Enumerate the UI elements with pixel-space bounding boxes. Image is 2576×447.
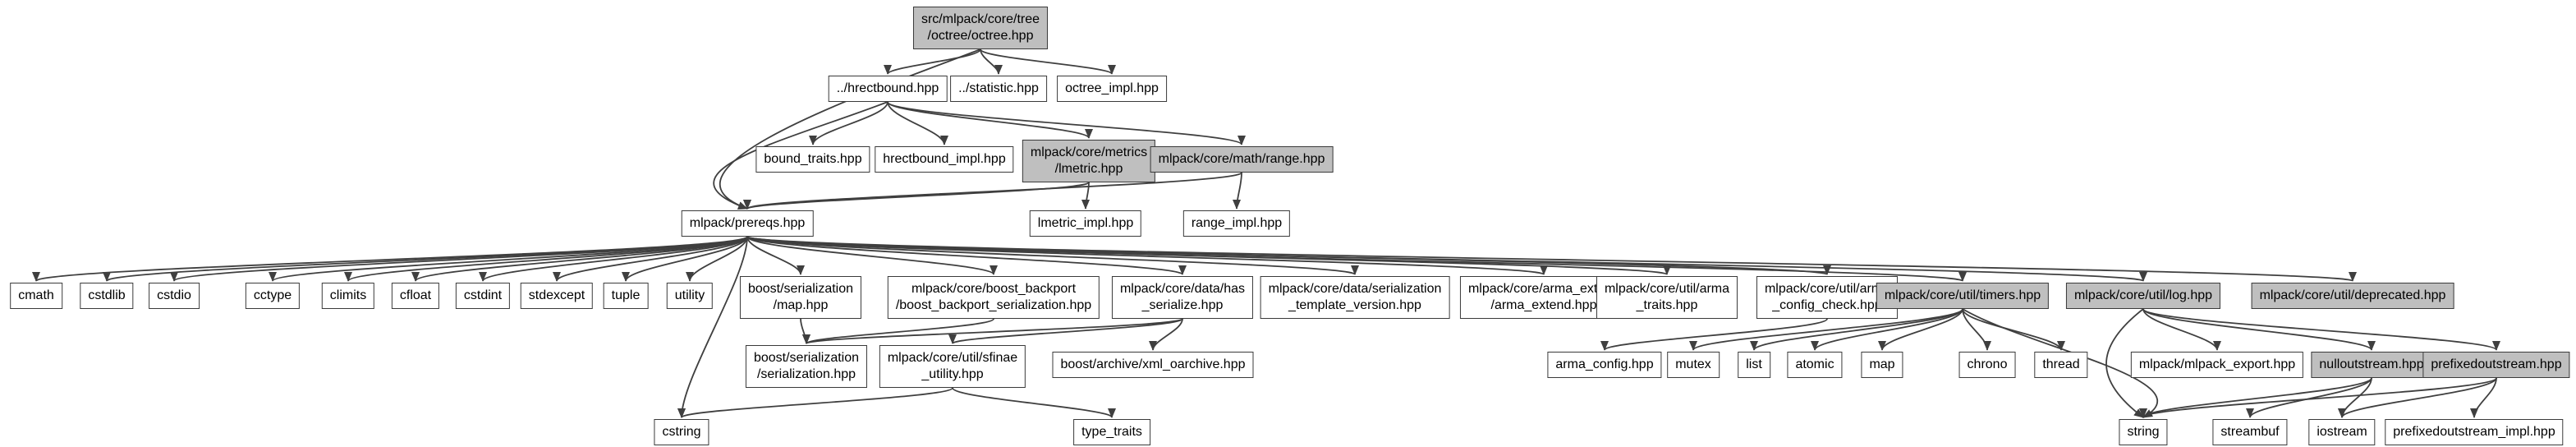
graph-node-range_impl[interactable]: range_impl.hpp: [1182, 210, 1291, 237]
graph-node-string: string: [2119, 419, 2168, 445]
include-edge-prereqs-to-deprecated: [746, 236, 2356, 282]
graph-node-atomic: atomic: [1787, 352, 1843, 378]
include-edge-prereqs-to-cfloat: [411, 236, 748, 282]
include-edge-hrectbound-to-bound_traits: [809, 101, 889, 145]
graph-node-mutex: mutex: [1667, 352, 1720, 378]
graph-node-hrectbound[interactable]: ../hrectbound.hpp: [828, 76, 948, 102]
include-edge-nulloutstream-to-string: [2139, 377, 2372, 418]
graph-node-ser_map[interactable]: boost/serialization /map.hpp: [739, 276, 862, 319]
graph-node-octree_impl[interactable]: octree_impl.hpp: [1057, 76, 1167, 102]
graph-node-thread: thread: [2034, 352, 2088, 378]
include-edge-octree-to-hrectbound: [884, 48, 981, 75]
include-edge-hrectbound-to-range: [887, 101, 1246, 145]
include-edge-octree-to-octree_impl: [980, 48, 1116, 75]
graph-node-prereqs[interactable]: mlpack/prereqs.hpp: [681, 210, 814, 237]
include-edge-timers-to-mutex: [1689, 308, 1963, 351]
include-edge-prereqs-to-utility: [686, 236, 748, 282]
graph-node-arma_config[interactable]: arma_config.hpp: [1547, 352, 1662, 378]
graph-node-ser_tmpl[interactable]: mlpack/core/data/serialization _template…: [1260, 276, 1450, 319]
graph-node-cstdlib: cstdlib: [80, 283, 134, 309]
graph-node-deprecated[interactable]: mlpack/core/util/deprecated.hpp: [2251, 283, 2454, 309]
include-edge-ser_map-to-serialization: [800, 318, 810, 344]
graph-node-octree: src/mlpack/core/tree /octree/octree.hpp: [912, 7, 1049, 49]
include-edge-range-to-prereqs: [743, 172, 1242, 210]
graph-node-has_serialize[interactable]: mlpack/core/data/has _serialize.hpp: [1111, 276, 1254, 319]
include-edge-prefixedoutstream-to-iostream: [2338, 377, 2497, 418]
include-edge-prereqs-to-ser_map: [746, 236, 805, 275]
include-edge-timers-to-string: [1962, 308, 2159, 418]
graph-node-serialization[interactable]: boost/serialization /serialization.hpp: [745, 345, 868, 388]
graph-node-cstring: cstring: [654, 419, 709, 445]
include-edge-arma_config_check-to-arma_config: [1600, 318, 1828, 351]
include-edge-sfinae-to-cstring: [677, 387, 953, 418]
graph-node-cstdio: cstdio: [149, 283, 200, 309]
include-edge-prereqs-to-cctype: [269, 236, 748, 282]
graph-node-lmetric[interactable]: mlpack/core/metrics /lmetric.hpp: [1022, 140, 1156, 182]
include-edge-timers-to-atomic: [1811, 308, 1963, 351]
include-edge-prereqs-to-log: [746, 236, 2147, 282]
graph-node-lmetric_impl[interactable]: lmetric_impl.hpp: [1029, 210, 1142, 237]
include-edge-has_serialize-to-serialization: [802, 318, 1183, 344]
include-edge-sfinae-to-type_traits: [952, 387, 1116, 418]
graph-node-streambuf: streambuf: [2212, 419, 2288, 445]
include-edge-prereqs-to-boost_backport: [746, 236, 998, 275]
graph-node-stdexcept: stdexcept: [520, 283, 594, 309]
graph-node-arma_traits[interactable]: mlpack/core/util/arma _traits.hpp: [1596, 276, 1738, 319]
graph-node-utility: utility: [666, 283, 714, 309]
graph-node-hrectbound_impl[interactable]: hrectbound_impl.hpp: [875, 146, 1014, 173]
include-edge-octree-to-prereqs: [719, 48, 981, 210]
include-edge-hrectbound-to-lmetric: [887, 101, 1093, 139]
include-edge-prereqs-to-has_serialize: [746, 236, 1187, 275]
include-edge-prereqs-to-tuple: [622, 236, 748, 282]
graph-node-prefix_impl[interactable]: prefixedoutstream_impl.hpp: [2385, 419, 2564, 445]
graph-node-cctype: cctype: [245, 283, 301, 309]
graph-node-chrono: chrono: [1958, 352, 2016, 378]
graph-node-xml_oarchive[interactable]: boost/archive/xml_oarchive.hpp: [1052, 352, 1254, 378]
graph-node-boost_backport[interactable]: mlpack/core/boost_backport /boost_backpo…: [887, 276, 1100, 319]
graph-node-tuple: tuple: [603, 283, 649, 309]
include-edge-boost_backport-to-serialization: [802, 318, 994, 344]
include-edge-log-to-prefixedoutstream: [2142, 308, 2500, 351]
graph-node-cmath: cmath: [10, 283, 62, 309]
include-edge-octree-to-statistic: [980, 48, 1003, 75]
include-edge-range-to-range_impl: [1233, 172, 1242, 210]
include-edge-timers-to-list: [1750, 308, 1963, 351]
include-edge-prereqs-to-stdexcept: [553, 236, 748, 282]
include-edge-prereqs-to-ser_tmpl: [746, 236, 1359, 275]
graph-node-list: list: [1738, 352, 1770, 378]
graph-node-mlpack_export[interactable]: mlpack/mlpack_export.hpp: [2130, 352, 2304, 378]
graph-node-log[interactable]: mlpack/core/util/log.hpp: [2065, 283, 2221, 309]
include-edge-prereqs-to-cstdint: [479, 236, 748, 282]
include-edge-timers-to-thread: [1962, 308, 2065, 351]
include-edge-prefixedoutstream-to-string: [2139, 377, 2497, 418]
include-edge-lmetric-to-lmetric_impl: [1081, 182, 1091, 210]
graph-node-statistic[interactable]: ../statistic.hpp: [950, 76, 1047, 102]
include-edge-log-to-mlpack_export: [2142, 308, 2221, 351]
include-edge-prereqs-to-cstring: [677, 236, 748, 418]
include-edge-hrectbound-to-hrectbound_impl: [887, 101, 948, 145]
include-edge-prefixedoutstream-to-prefix_impl: [2470, 377, 2497, 418]
include-edge-log-to-string: [2105, 308, 2144, 418]
graph-node-climits: climits: [321, 283, 375, 309]
graph-node-nulloutstream[interactable]: nulloutstream.hpp: [2311, 352, 2432, 378]
include-edge-has_serialize-to-sfinae: [948, 318, 1183, 344]
graph-node-cstdint: cstdint: [455, 283, 511, 309]
graph-node-bound_traits[interactable]: bound_traits.hpp: [755, 146, 870, 173]
include-edge-prereqs-to-cstdio: [170, 236, 748, 282]
graph-node-type_traits: type_traits: [1073, 419, 1150, 445]
graph-node-map: map: [1861, 352, 1903, 378]
graph-node-sfinae[interactable]: mlpack/core/util/sfinae _utility.hpp: [879, 345, 1026, 388]
graph-node-timers[interactable]: mlpack/core/util/timers.hpp: [1876, 283, 2050, 309]
include-edge-log-to-nulloutstream: [2142, 308, 2376, 351]
graph-node-cfloat: cfloat: [391, 283, 440, 309]
graph-node-range[interactable]: mlpack/core/math/range.hpp: [1150, 146, 1334, 173]
include-edge-timers-to-chrono: [1962, 308, 1991, 351]
graph-node-prefixedoutstream[interactable]: prefixedoutstream.hpp: [2422, 352, 2570, 378]
include-edge-has_serialize-to-xml_oarchive: [1149, 318, 1183, 351]
include-edge-hrectbound-to-prereqs: [713, 101, 889, 210]
graph-node-iostream: iostream: [2308, 419, 2376, 445]
include-edge-timers-to-map: [1878, 308, 1963, 351]
